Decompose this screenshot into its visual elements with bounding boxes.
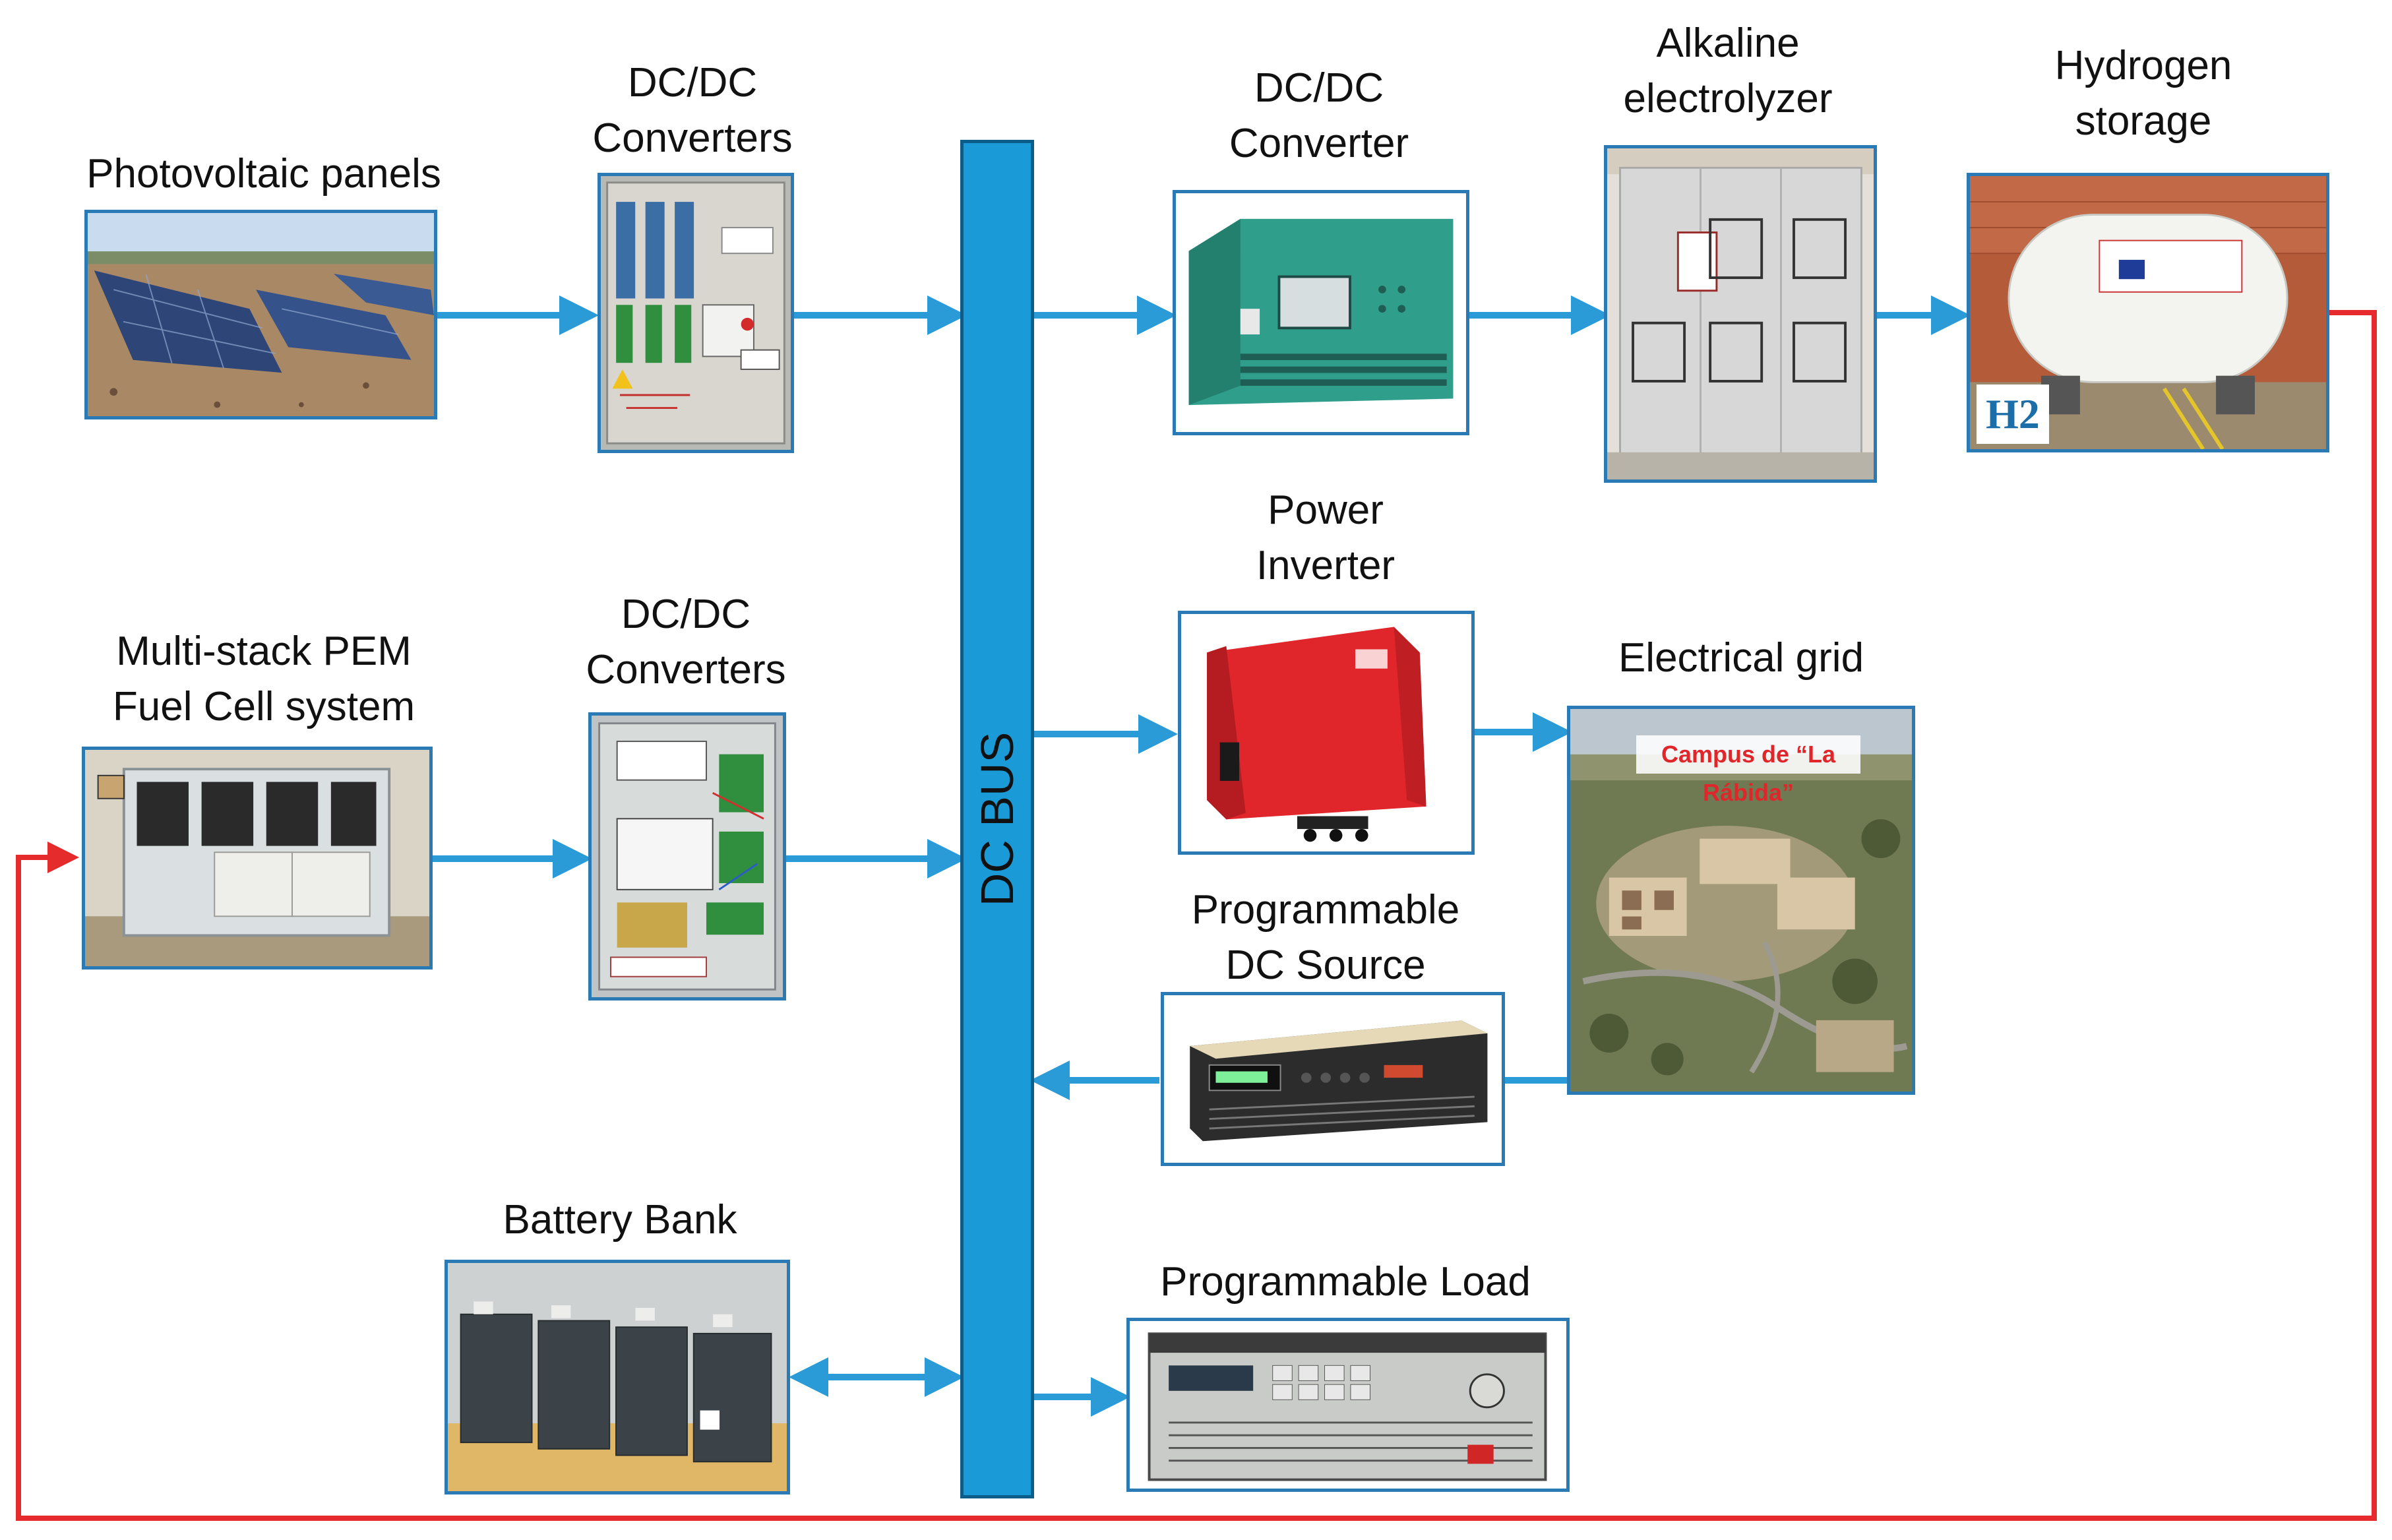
- dcdc-converter-unit-image: [1176, 193, 1466, 432]
- label-electrical-grid: Electrical grid: [1556, 631, 1926, 686]
- dc-bus-label: DC BUS: [971, 731, 1023, 907]
- label-line: Converters: [586, 647, 786, 693]
- label-dcdc-converters-bottom: DC/DC Converters: [534, 587, 838, 698]
- label-line: DC/DC: [1254, 65, 1384, 111]
- label-line: Inverter: [1256, 543, 1395, 588]
- photo-battery-bank: [445, 1260, 790, 1494]
- label-line: Fuel Cell system: [112, 684, 415, 729]
- h2-logo: H2: [1977, 385, 2049, 444]
- label-line: DC Source: [1225, 942, 1426, 988]
- photo-hydrogen-storage: H2: [1967, 173, 2329, 452]
- photo-power-inverter: [1178, 611, 1475, 855]
- label-photovoltaic-panels: Photovoltaic panels: [26, 146, 501, 202]
- label-programmable-dc-source: Programmable DC Source: [1134, 882, 1517, 993]
- label-pv-line: Photovoltaic panels: [86, 151, 441, 197]
- photo-dcdc-converters-bottom: [588, 712, 786, 1001]
- label-power-inverter: Power Inverter: [1187, 483, 1464, 594]
- label-line: Power: [1268, 487, 1384, 533]
- label-line: storage: [2075, 98, 2212, 144]
- label-line: DC/DC: [621, 592, 751, 637]
- photo-dcdc-converter: [1173, 190, 1469, 435]
- programmable-load-image: [1130, 1321, 1566, 1489]
- campus-caption: Campus de “La Rábida”: [1636, 735, 1860, 806]
- label-line: Hydrogen: [2054, 43, 2232, 88]
- dcdc-converter-board-image: [592, 716, 783, 997]
- label-programmable-load: Programmable Load: [1108, 1254, 1583, 1310]
- label-line: electrolyzer: [1623, 76, 1833, 121]
- label-battery-bank: Battery Bank: [422, 1192, 818, 1248]
- label-fuel-cell-system: Multi-stack PEM Fuel Cell system: [40, 624, 488, 735]
- photo-programmable-dc-source: [1161, 992, 1505, 1166]
- label-dcdc-converter: DC/DC Converter: [1167, 61, 1471, 171]
- label-line: Programmable: [1191, 887, 1460, 933]
- photo-photovoltaic-panels: [84, 210, 437, 419]
- label-dcdc-converters-top: DC/DC Converters: [541, 55, 844, 166]
- photo-alkaline-electrolyzer: [1604, 145, 1877, 483]
- label-line: Electrical grid: [1618, 635, 1864, 681]
- photo-fuel-cell-system: [82, 747, 433, 970]
- hydrogen-supply-line: [16, 310, 2377, 1521]
- fuel-cell-image: [85, 750, 429, 966]
- label-line: Alkaline: [1656, 20, 1800, 66]
- label-alkaline-electrolyzer: Alkaline electrolyzer: [1583, 16, 1873, 127]
- label-line: Multi-stack PEM: [116, 629, 412, 674]
- dc-bus: DC BUS: [960, 140, 1034, 1498]
- label-hydrogen-storage: Hydrogen storage: [2005, 38, 2282, 149]
- dc-source-image: [1164, 995, 1502, 1163]
- electrolyzer-image: [1607, 148, 1874, 479]
- label-line: Converter: [1229, 121, 1409, 166]
- pv-panels-image: [88, 213, 434, 416]
- label-line: Battery Bank: [503, 1197, 737, 1243]
- battery-bank-image: [448, 1263, 787, 1491]
- label-line: Converters: [592, 115, 793, 161]
- label-line: DC/DC: [627, 60, 758, 106]
- label-line: Programmable Load: [1160, 1259, 1531, 1305]
- photo-electrical-grid: Campus de “La Rábida”: [1567, 706, 1915, 1095]
- photo-programmable-load: [1126, 1318, 1570, 1492]
- dcdc-cabinet-image: [601, 176, 791, 450]
- photo-dcdc-converters-top: [598, 173, 794, 453]
- inverter-image: [1181, 614, 1471, 851]
